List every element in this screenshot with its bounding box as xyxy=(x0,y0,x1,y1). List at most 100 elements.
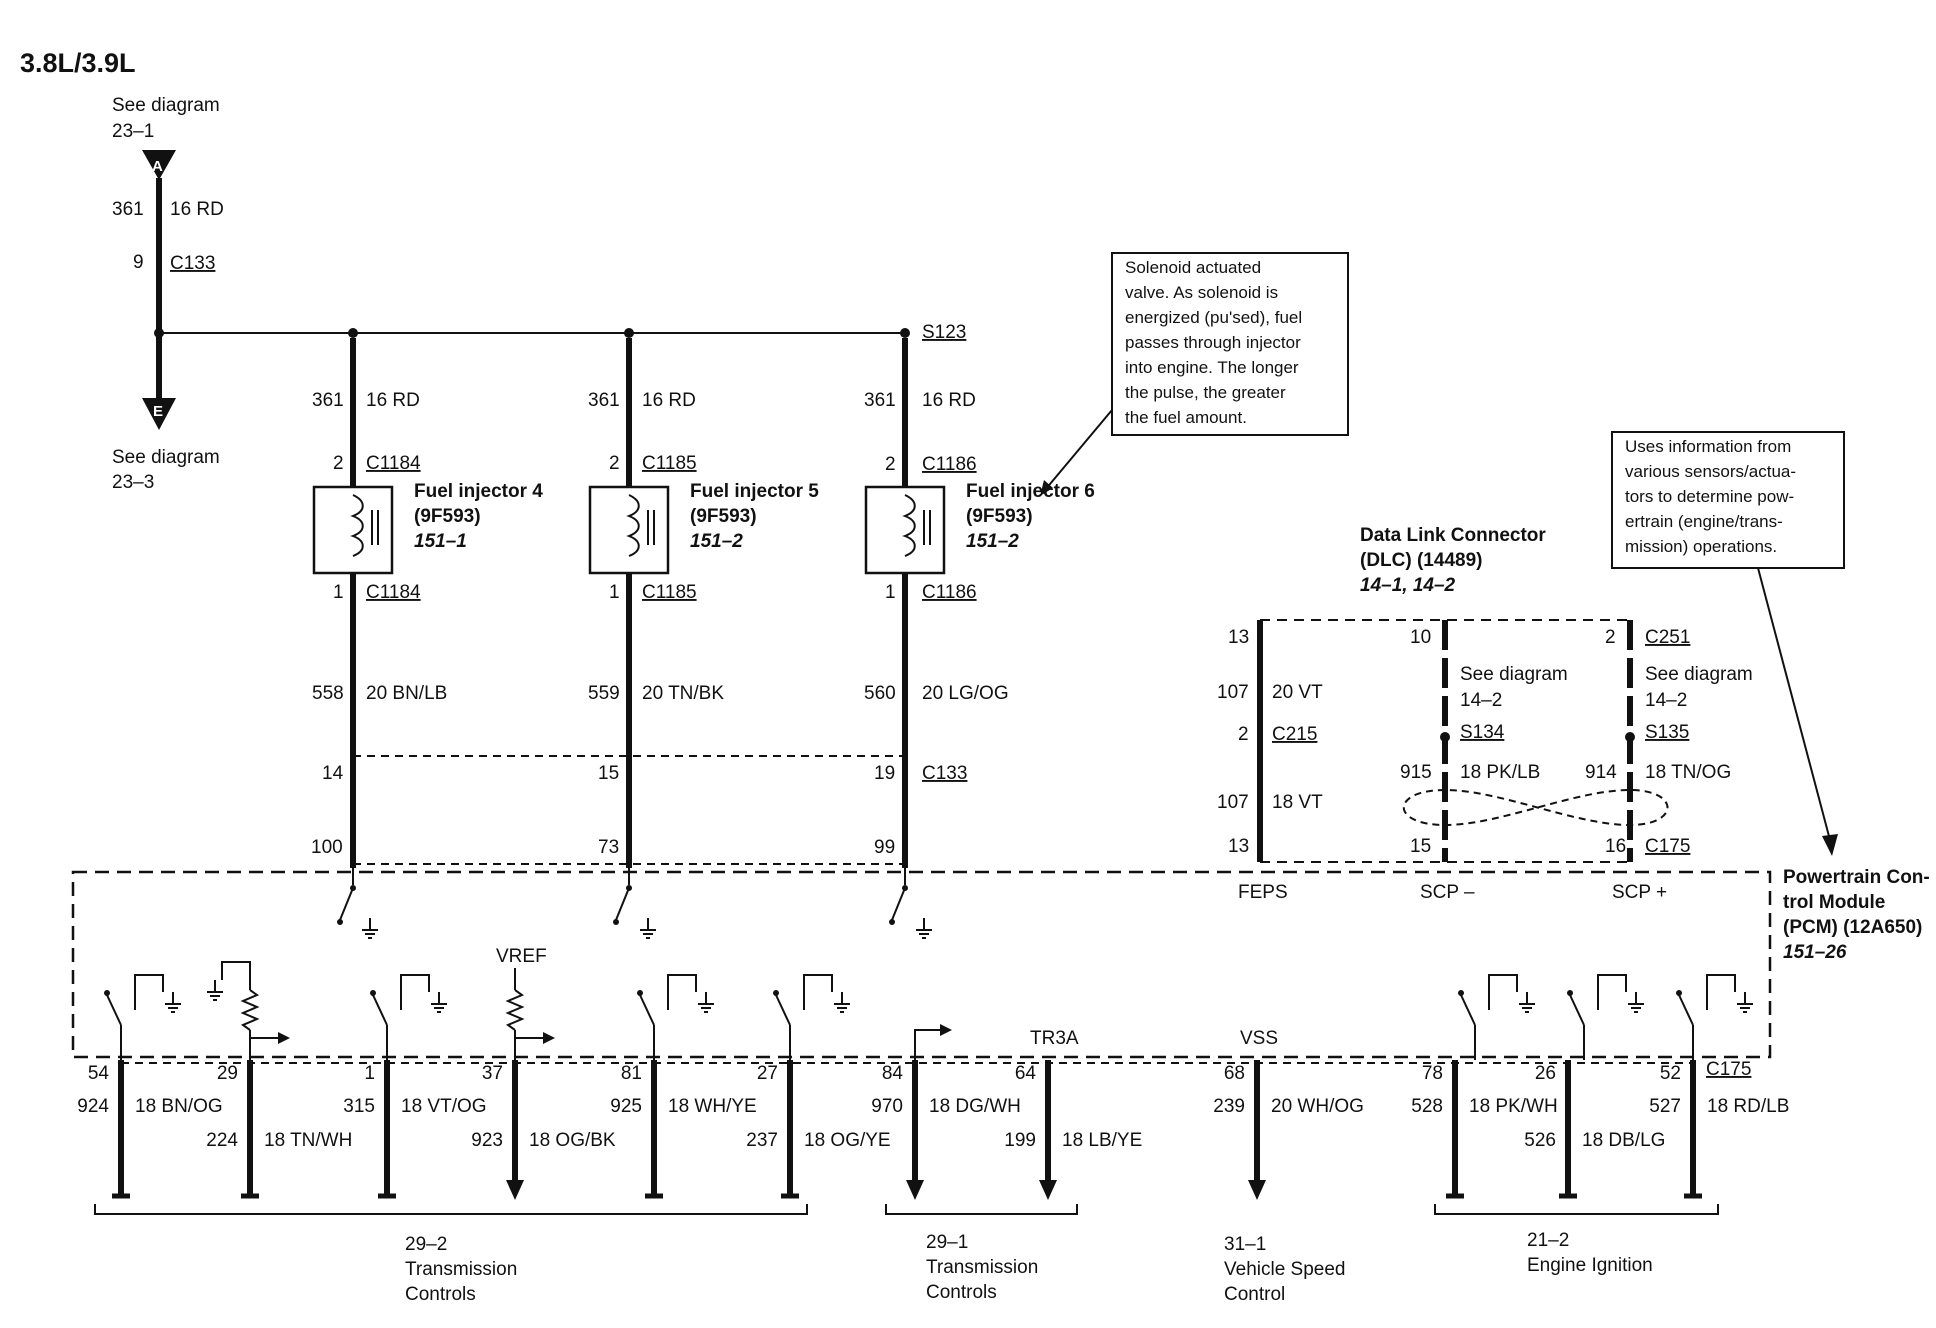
callout-pointer xyxy=(1044,409,1113,491)
injector-column-5: 361 16 RD 2 C1185 Fuel injector 5 (9F593… xyxy=(588,338,819,868)
injector-body xyxy=(312,485,394,575)
bus-node xyxy=(624,328,634,338)
pcm-pin: 15 xyxy=(1410,836,1431,857)
marker-a-letter: A xyxy=(152,158,163,175)
injector-ref: 151–2 xyxy=(966,531,1019,552)
pcm-internal-switch xyxy=(637,974,715,1060)
feed-wire-label: 16 RD xyxy=(170,199,224,220)
group-ref: 31–1 xyxy=(1224,1234,1266,1255)
group-line: Transmission xyxy=(405,1259,517,1280)
wire-color: 18 BN/OG xyxy=(135,1096,223,1117)
callout-line: valve. As solenoid is xyxy=(1125,283,1278,302)
injector-connector-in: C1185 xyxy=(642,453,697,474)
wire-arrow-icon xyxy=(1039,1180,1057,1200)
c175-label: C175 xyxy=(1706,1059,1751,1080)
see-diagram-ref: 14–2 xyxy=(1645,690,1687,711)
pcm-internal-switch xyxy=(773,974,851,1060)
feps-circuit: 13 107 20 VT 2 C215 107 18 VT 13 FEPS xyxy=(1217,620,1323,903)
bus-node xyxy=(348,328,358,338)
injector-ref: 151–1 xyxy=(414,531,467,552)
pcm-pin-number: 54 xyxy=(88,1063,110,1084)
feps-wire: 18 VT xyxy=(1272,792,1323,813)
wire-color: 18 DG/WH xyxy=(929,1096,1021,1117)
see-diagram-e-ref: 23–3 xyxy=(112,472,154,493)
injector-connector-in: C1186 xyxy=(922,454,977,475)
pcm-pin-number: 52 xyxy=(1660,1063,1681,1084)
group-bracket xyxy=(94,1204,808,1215)
coil-icon xyxy=(902,494,916,557)
scp-minus-wire: 18 PK/LB xyxy=(1460,762,1540,783)
injector-connector-out: C1186 xyxy=(922,582,977,603)
injector-driver-switch xyxy=(613,868,657,939)
callout-line: tors to determine pow- xyxy=(1625,487,1794,506)
injector-body xyxy=(864,485,946,575)
c175-label: C175 xyxy=(1645,836,1690,857)
injector-pin-in: 2 xyxy=(885,454,896,475)
pcm-name: Powertrain Con- xyxy=(1783,867,1930,888)
pcm-pin-number: 68 xyxy=(1224,1063,1245,1084)
feps-label: FEPS xyxy=(1238,882,1288,903)
feps-circuit-number: 107 xyxy=(1217,792,1249,813)
pcm-internal-switch xyxy=(1676,974,1754,1060)
feed-circuit: 361 xyxy=(112,199,144,220)
wire-color: 20 WH/OG xyxy=(1271,1096,1364,1117)
pcm-internal-switch xyxy=(1567,974,1645,1060)
wire-color: 18 OG/BK xyxy=(529,1130,616,1151)
pcm-pin: 100 xyxy=(311,837,343,858)
callout-line: passes through injector xyxy=(1125,333,1301,352)
injector-column-6: 361 16 RD 2 C1186 Fuel injector 6 (9F593… xyxy=(864,338,1095,868)
dlc-name: Data Link Connector xyxy=(1360,525,1546,546)
circuit-number: 526 xyxy=(1524,1130,1556,1151)
splice-s123: S123 xyxy=(922,322,966,343)
pcm-internal-switch xyxy=(370,974,448,1060)
circuit-number: 970 xyxy=(871,1096,903,1117)
circuit-number: 527 xyxy=(1649,1096,1681,1117)
scp-minus-circuit: 10 See diagram 14–2 S134 915 18 PK/LB 15… xyxy=(1400,620,1568,903)
wire-color: 18 RD/LB xyxy=(1707,1096,1789,1117)
injector-name: Fuel injector 6 xyxy=(966,481,1095,502)
wire-color: 18 LB/YE xyxy=(1062,1130,1142,1151)
wire-color: 18 WH/YE xyxy=(668,1096,757,1117)
callout-line: Uses information from xyxy=(1625,437,1791,456)
injector-pin-out: 1 xyxy=(609,582,620,603)
wire-color: 18 TN/WH xyxy=(264,1130,352,1151)
callout-line: energized (pu'sed), fuel xyxy=(1125,308,1302,327)
see-diagram-ref: 14–2 xyxy=(1460,690,1502,711)
injector-connector-in: C1184 xyxy=(366,453,421,474)
dlc-pin: 2 xyxy=(1605,627,1616,648)
callout-arrowhead xyxy=(1040,480,1053,496)
dlc-ref: 14–1, 14–2 xyxy=(1360,575,1456,596)
c251-label: C251 xyxy=(1645,627,1690,648)
group-line: Controls xyxy=(926,1282,997,1303)
connector-a-marker xyxy=(142,150,176,180)
wire-color: 18 DB/LG xyxy=(1582,1130,1665,1151)
injector-pin-in: 2 xyxy=(333,453,344,474)
pcm-box xyxy=(71,870,1772,1059)
injector-connector-out: C1185 xyxy=(642,582,697,603)
group-line: Engine Ignition xyxy=(1527,1255,1653,1276)
pcm-output-arrow xyxy=(914,1024,952,1060)
feed-pin: 9 xyxy=(133,252,144,273)
pcm-pin: 99 xyxy=(874,837,895,858)
pcm-internal-switch xyxy=(1458,974,1536,1060)
injector-wire-out: 20 BN/LB xyxy=(366,683,447,704)
injector-wire-out: 20 LG/OG xyxy=(922,683,1009,704)
vss-label: VSS xyxy=(1240,1028,1278,1049)
feps-wire: 20 VT xyxy=(1272,682,1323,703)
c215-label: C215 xyxy=(1272,724,1317,745)
dlc-pin: 10 xyxy=(1410,627,1431,648)
circuit-number: 199 xyxy=(1004,1130,1036,1151)
callout-arrowhead xyxy=(1822,834,1838,856)
pcm-pin: 73 xyxy=(598,837,619,858)
see-diagram-a-ref: 23–1 xyxy=(112,121,154,142)
pcm-callout-box xyxy=(1611,431,1845,569)
group-bracket xyxy=(1434,1204,1719,1215)
page-title: 3.8L/3.9L xyxy=(20,48,136,78)
circuit-number: 239 xyxy=(1213,1096,1245,1117)
pcm-pin-number: 29 xyxy=(217,1063,238,1084)
